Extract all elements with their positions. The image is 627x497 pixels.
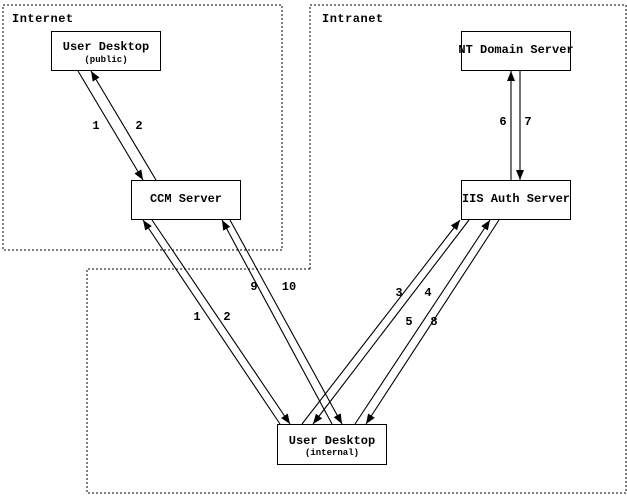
intranet-label: Intranet: [322, 12, 384, 26]
arrow-step3-internal-to-iis: [301, 219, 461, 425]
step-label-1-public: 1: [92, 119, 100, 133]
node-title: IIS Auth Server: [461, 192, 571, 207]
step-label-8: 8: [430, 315, 438, 329]
node-iis-auth-server: IIS Auth Server: [461, 180, 571, 220]
arrow-step5-internal-to-iis: [354, 219, 491, 425]
arrow-step10-ccm-to-internal: [229, 219, 343, 425]
node-user-desktop-public: User Desktop (public): [51, 31, 161, 71]
step-label-9: 9: [250, 280, 258, 294]
step-label-10: 10: [281, 280, 297, 294]
step-label-5: 5: [405, 315, 413, 329]
arrow-step1-internal-to-ccm: [142, 219, 281, 425]
step-label-6: 6: [499, 115, 507, 129]
node-subtitle: (internal): [304, 448, 359, 459]
node-title: User Desktop: [62, 40, 150, 55]
step-label-7: 7: [524, 115, 532, 129]
arrow-step4-iis-to-internal: [312, 219, 470, 425]
node-subtitle: (public): [84, 54, 128, 65]
intranet-boundary: [86, 4, 627, 494]
arrow-step1-public-to-ccm: [77, 70, 144, 181]
arrow-step8-iis-to-internal: [365, 219, 500, 425]
node-title: User Desktop: [288, 433, 376, 448]
step-label-1-internal: 1: [193, 310, 201, 324]
arrow-step9-internal-to-ccm: [221, 219, 333, 425]
internet-label: Internet: [12, 12, 74, 26]
internet-boundary: [2, 4, 283, 251]
step-label-2-public: 2: [135, 119, 143, 133]
node-title: CCM Server: [149, 192, 222, 207]
step-label-4: 4: [424, 286, 432, 300]
node-title: NT Domain Server: [458, 43, 574, 58]
arrow-step2-ccm-to-internal: [151, 219, 291, 425]
node-nt-domain-server: NT Domain Server: [458, 31, 574, 71]
step-label-2-internal: 2: [223, 310, 231, 324]
step-label-3: 3: [395, 286, 403, 300]
node-user-desktop-internal: User Desktop (internal): [277, 424, 387, 465]
arrow-step2-ccm-to-public: [90, 70, 157, 181]
node-ccm-server: CCM Server: [131, 180, 241, 220]
